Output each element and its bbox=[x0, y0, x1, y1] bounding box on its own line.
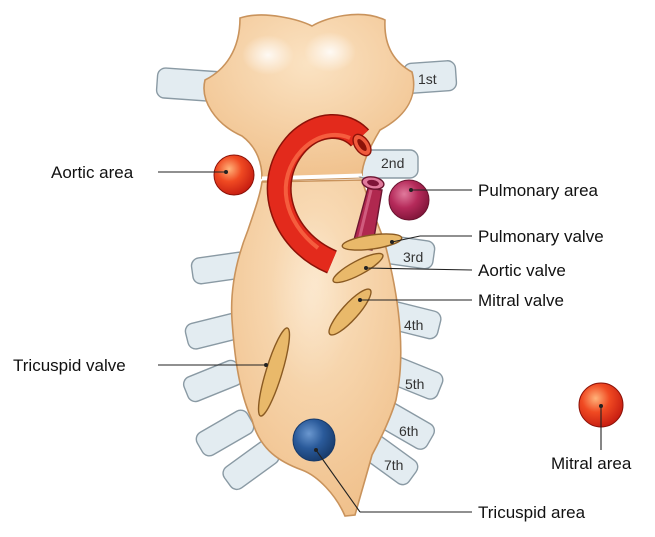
rib-label-4th: 4th bbox=[404, 317, 423, 333]
manubrium-highlight-left bbox=[242, 35, 294, 75]
rib-label-6th: 6th bbox=[399, 423, 418, 439]
manubrium-highlight-right bbox=[304, 32, 356, 72]
label-pulmonary-area: Pulmonary area bbox=[478, 181, 599, 200]
rib-label-2nd: 2nd bbox=[381, 155, 404, 171]
label-pulmonary-valve: Pulmonary valve bbox=[478, 227, 604, 246]
rib-label-7th: 7th bbox=[384, 457, 403, 473]
aortic-area-dot bbox=[214, 155, 254, 195]
label-mitral-area: Mitral area bbox=[551, 454, 632, 473]
rib-label-3rd: 3rd bbox=[403, 249, 423, 265]
label-aortic-area: Aortic area bbox=[51, 163, 134, 182]
label-tricuspid-area: Tricuspid area bbox=[478, 503, 586, 522]
tricuspid-area-dot bbox=[293, 419, 335, 461]
pulmonary-area-dot bbox=[389, 180, 429, 220]
rib-label-5th: 5th bbox=[405, 376, 424, 392]
label-aortic-valve: Aortic valve bbox=[478, 261, 566, 280]
rib-label-1st: 1st bbox=[418, 71, 437, 87]
label-mitral-valve: Mitral valve bbox=[478, 291, 564, 310]
label-tricuspid-valve: Tricuspid valve bbox=[13, 356, 126, 375]
